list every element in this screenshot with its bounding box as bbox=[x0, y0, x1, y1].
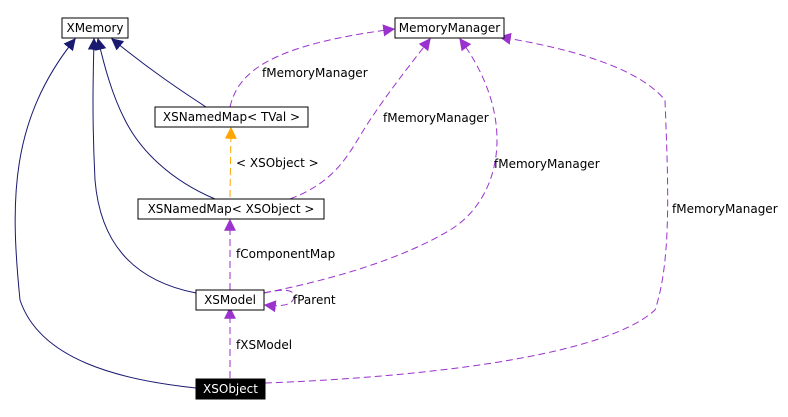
label-fmemorymanager-xsobject-map: fMemoryManager bbox=[383, 111, 489, 125]
label-fmemorymanager-tval: fMemoryManager bbox=[262, 66, 368, 80]
node-xsnamedmap-xsobject[interactable]: XSNamedMap< XSObject > bbox=[137, 198, 325, 220]
node-xsobject[interactable]: XSObject bbox=[195, 378, 266, 400]
edge-xsobject-fmemorymanager bbox=[264, 32, 669, 384]
edge-xsnamedmap-xsobject-inherits-xmemory bbox=[94, 37, 216, 200]
edge-xsmodel-inherits-xmemory bbox=[87, 37, 197, 294]
node-xsobject-label: XSObject bbox=[203, 382, 258, 396]
node-xsnamedmap-tval[interactable]: XSNamedMap< TVal > bbox=[154, 106, 309, 128]
label-template-argument: < XSObject > bbox=[236, 156, 319, 170]
edge-xsnamedmap-tval-inherits-xmemory bbox=[111, 38, 207, 108]
label-fparent: fParent bbox=[293, 293, 336, 307]
edge-template-instantiation bbox=[224, 126, 237, 198]
node-xsnamedmap-xsobject-label: XSNamedMap< XSObject > bbox=[148, 202, 315, 216]
node-xsnamedmap-tval-label: XSNamedMap< TVal > bbox=[163, 110, 300, 124]
edge-xsobject-inherits-xmemory bbox=[14, 38, 197, 389]
edge-xsobject-map-fmemorymanager bbox=[289, 38, 431, 200]
node-memory-manager-label: MemoryManager bbox=[399, 21, 500, 35]
edge-tval-fmemorymanager bbox=[229, 24, 396, 108]
edge-xsmodel-fmemorymanager bbox=[263, 38, 498, 294]
node-xmemory[interactable]: XMemory bbox=[61, 17, 129, 39]
node-xsmodel[interactable]: XSModel bbox=[195, 289, 265, 311]
label-fcomponentmap: fComponentMap bbox=[236, 247, 335, 261]
label-fmemorymanager-xsobject: fMemoryManager bbox=[672, 202, 778, 216]
node-xsmodel-label: XSModel bbox=[204, 293, 256, 307]
edge-xsmodel-fparent bbox=[263, 289, 295, 313]
label-fmemorymanager-xsmodel: fMemoryManager bbox=[494, 157, 600, 171]
node-memory-manager[interactable]: MemoryManager bbox=[394, 17, 505, 39]
label-fxsmodel: fXSModel bbox=[236, 338, 292, 352]
node-xmemory-label: XMemory bbox=[66, 21, 123, 35]
